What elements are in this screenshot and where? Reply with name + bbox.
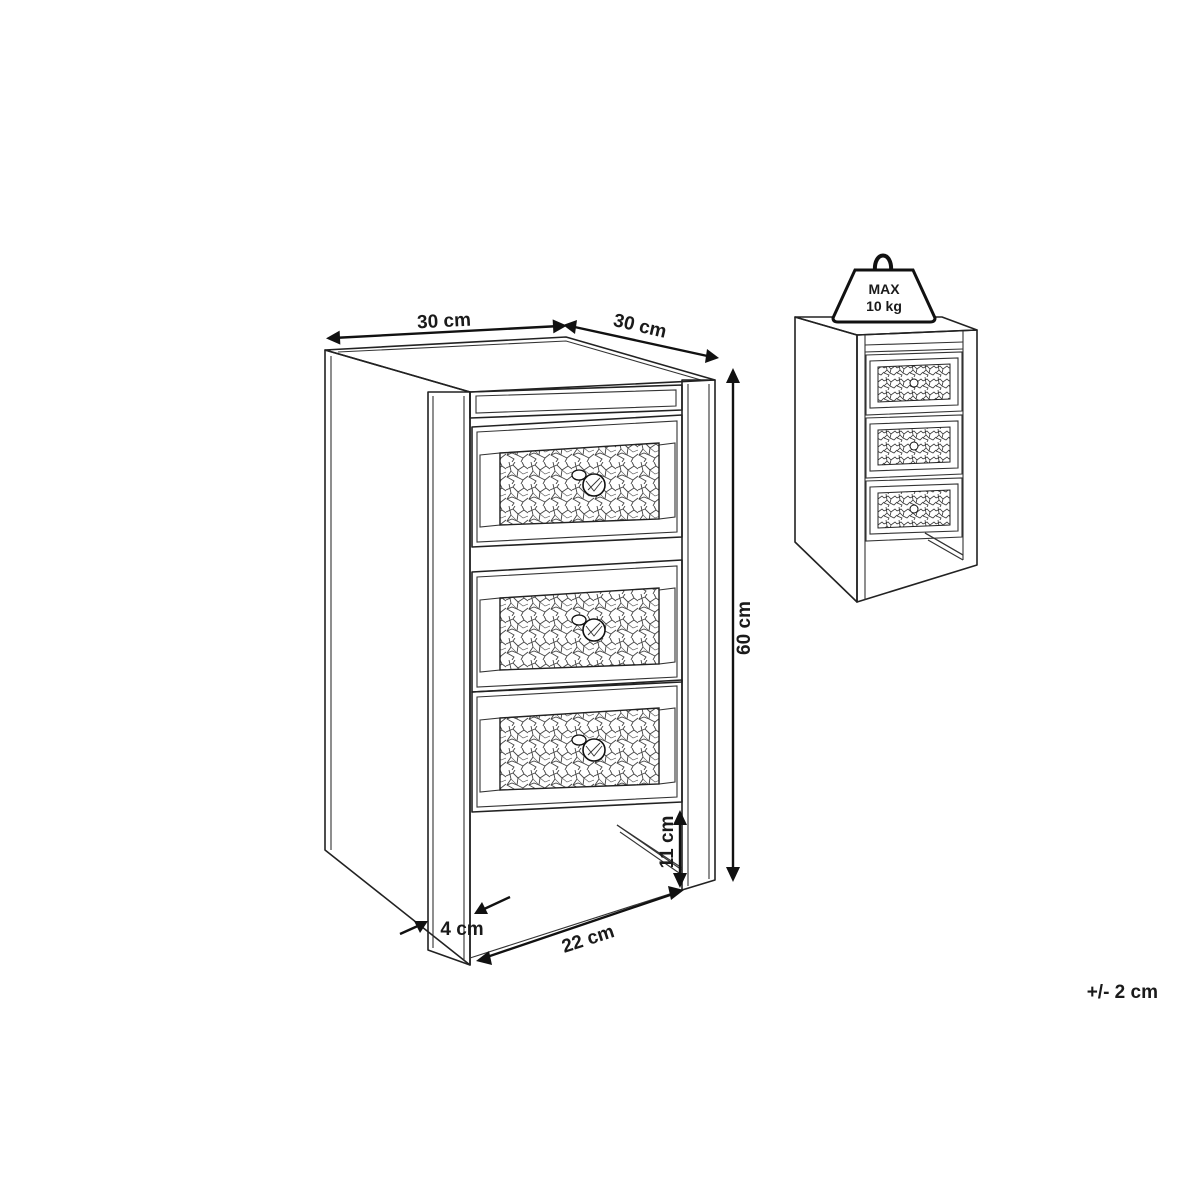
weight-badge: MAX 10 kg [831,253,937,324]
drawer[interactable] [471,414,683,548]
preview-side-panel [794,316,858,603]
drawer-panel [499,587,660,671]
top-rail [469,384,683,419]
dim-depth: 30 cm [563,310,719,363]
weight-value-label: 10 kg [866,298,902,314]
drawers-group [471,414,683,813]
weight-max-label: MAX [868,281,900,297]
drawer[interactable] [471,559,683,693]
leg-height-label: 11 cm [657,816,678,869]
right-front-post [681,379,716,891]
preview-cabinet [794,316,978,603]
drawer[interactable] [471,679,683,813]
height-label: 60 cm [734,601,755,655]
leg-width-label: 4 cm [440,919,483,940]
preview-drawers [865,351,963,542]
weight-icon [831,268,937,324]
preview-drawer [865,477,963,542]
cabinet-side-panel [324,349,471,966]
tolerance-note: +/- 2 cm [1087,982,1158,1003]
drawer-knob-icon[interactable] [582,738,606,762]
drawer-knob-icon[interactable] [582,618,606,642]
main-cabinet [324,336,716,966]
width-label: 30 cm [417,310,472,334]
drawer-panel [499,442,660,526]
drawer-panel [499,707,660,791]
weight-handle-icon [872,253,894,273]
dim-width: 30 cm [326,310,567,345]
preview-drawer [865,351,963,416]
drawer-knob-icon[interactable] [582,473,606,497]
dim-height: 60 cm [726,368,755,882]
preview-drawer [865,414,963,479]
dim-leg-width: 4 cm [399,895,511,940]
dim-leg-height: 11 cm [657,810,687,888]
left-front-post [427,391,471,966]
